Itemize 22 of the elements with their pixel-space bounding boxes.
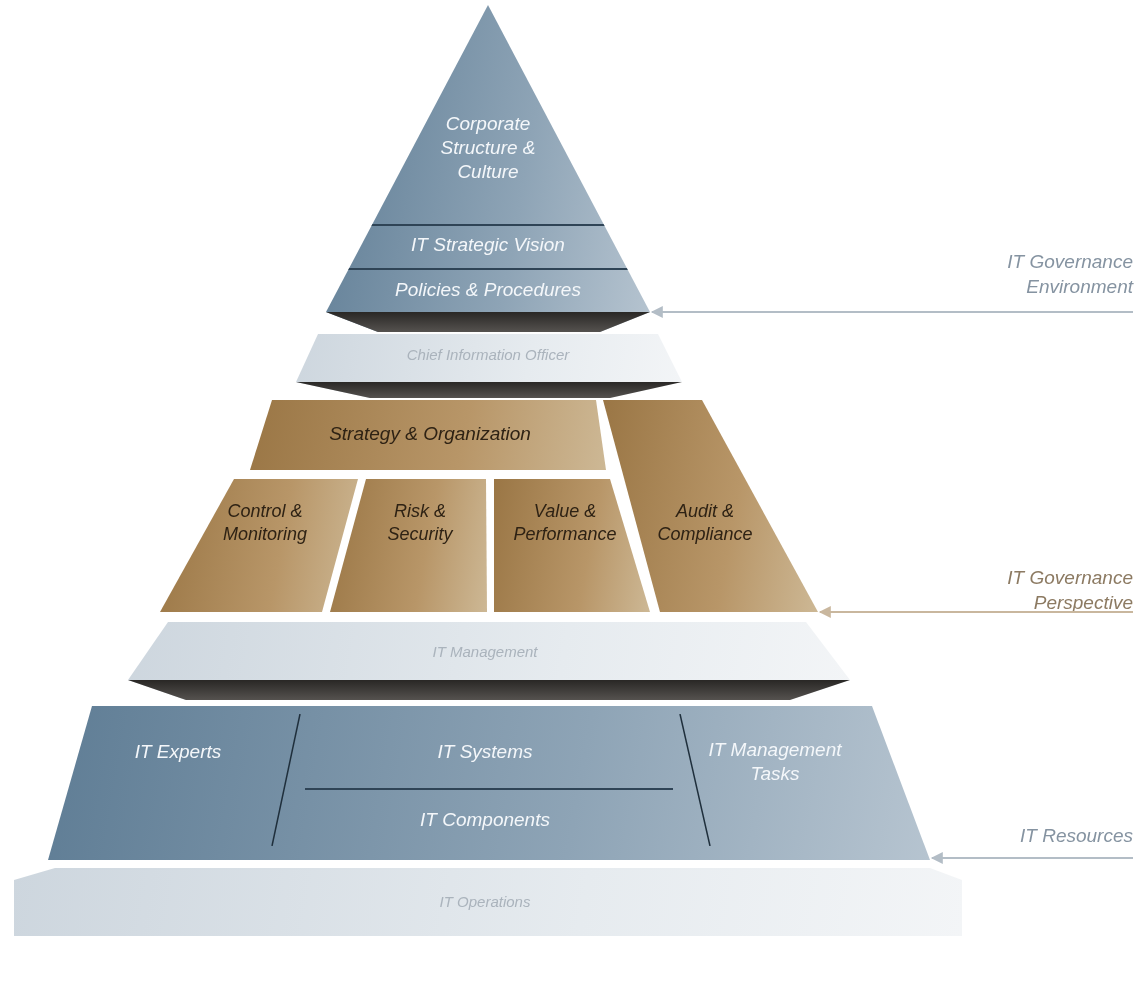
tier-label: Value & Performance xyxy=(512,500,618,545)
tier-label: Strategy & Organization xyxy=(328,422,532,446)
pyramid-block xyxy=(330,479,487,612)
tier-label: Risk & Security xyxy=(386,500,454,545)
tier-label: Control & Monitoring xyxy=(221,500,308,545)
leader-line xyxy=(818,606,1134,618)
tier-label: IT Management Tasks xyxy=(707,738,843,786)
side-label: IT Governance Perspective xyxy=(940,566,1133,612)
leader-line xyxy=(930,852,1134,864)
side-label: IT Governance Environment xyxy=(940,250,1133,314)
tier-label: IT Components xyxy=(419,808,551,832)
tier-label: IT Strategic Vision xyxy=(410,233,566,257)
tier-label: IT Experts xyxy=(133,740,223,764)
pyramid-block xyxy=(494,479,650,612)
tier-label: Corporate Structure & Culture xyxy=(439,112,537,184)
tier-label: IT Systems xyxy=(436,740,534,764)
tier-label: Policies & Procedures xyxy=(394,278,582,302)
leader-line xyxy=(650,306,1134,318)
side-label: IT Resources xyxy=(940,824,1133,858)
pyramid-block xyxy=(250,400,606,470)
pyramid-band xyxy=(14,868,962,936)
tier-label: Audit & Compliance xyxy=(656,500,754,545)
